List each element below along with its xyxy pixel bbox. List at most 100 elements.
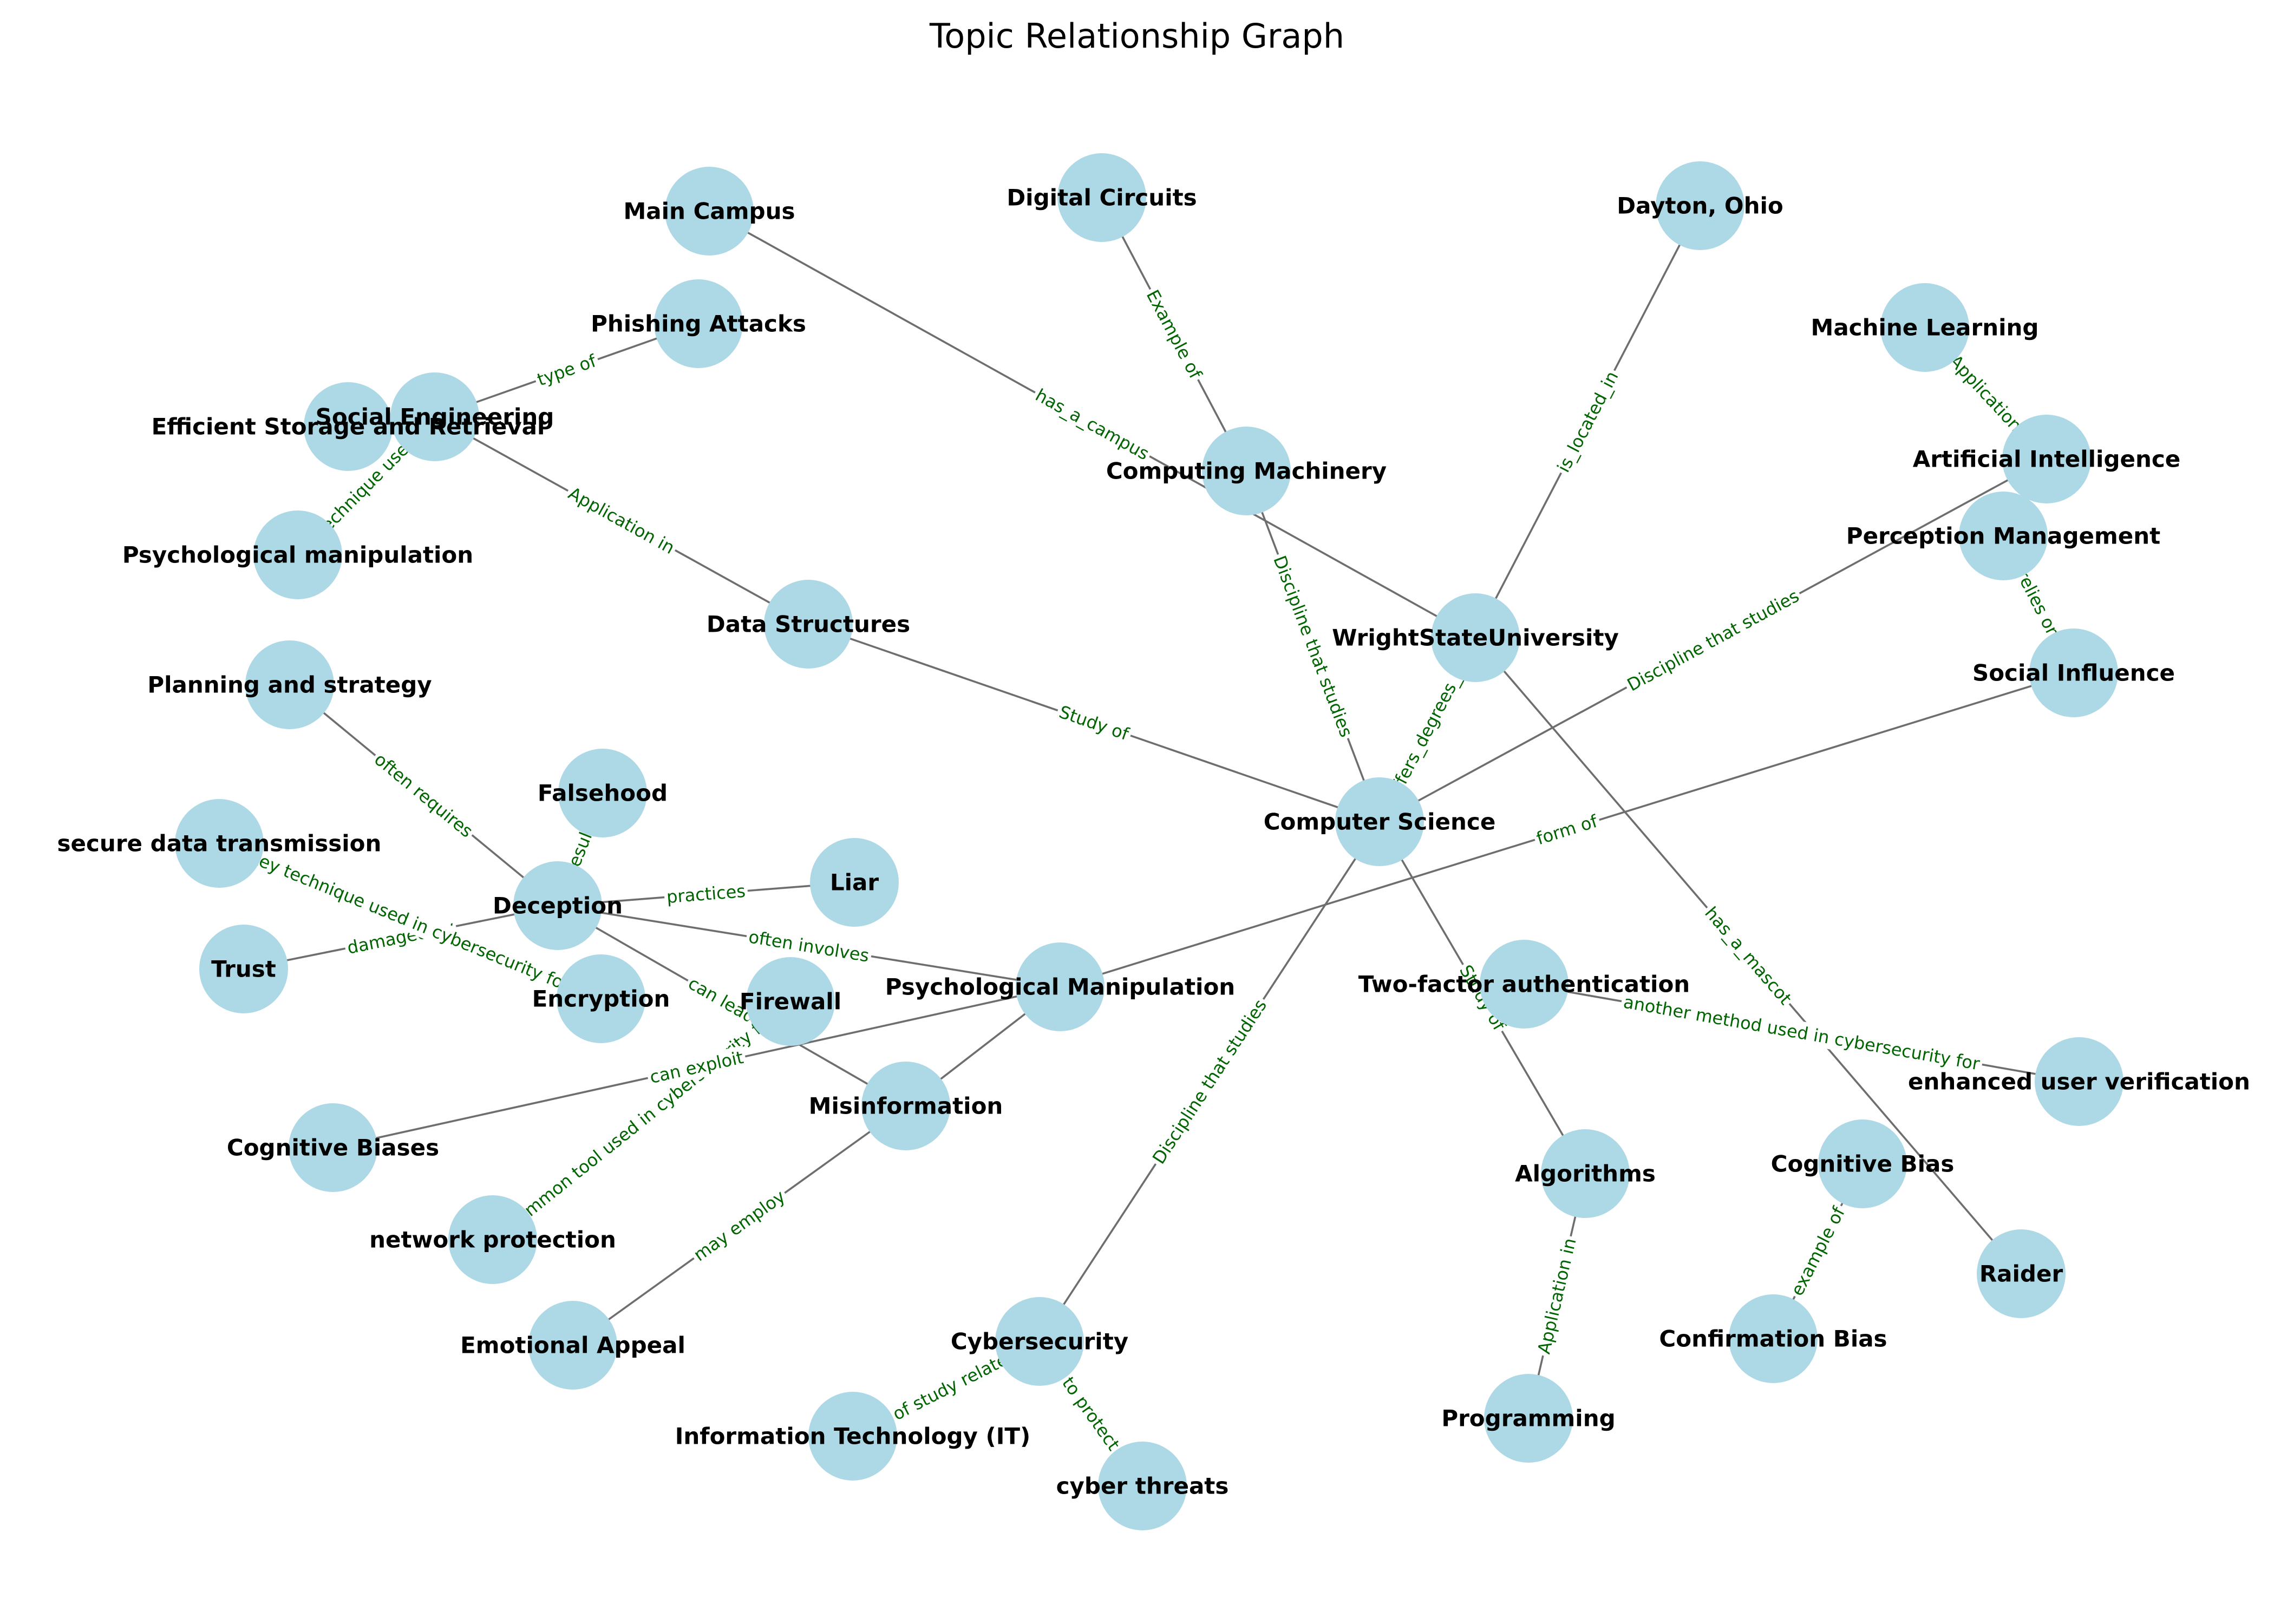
node-label-psych_manipulation: Psychological Manipulation <box>885 974 1235 1000</box>
edge-label: Application <box>1945 351 2026 436</box>
edge-label-background <box>1619 990 1984 1076</box>
edge-label-background <box>2010 564 2067 645</box>
edge-label: example of <box>1787 1203 1849 1299</box>
node-wright_state <box>1431 593 1520 682</box>
node-raider <box>1977 1229 2066 1318</box>
edge-label-background <box>1381 655 1474 804</box>
edge-label: common tool used in cybersecurity for <box>505 1007 779 1233</box>
edge-label-group: often requires <box>368 746 480 844</box>
edge-label-background <box>1785 1201 1852 1302</box>
node-label-enhanced_verification: enhanced user verification <box>1908 1069 2250 1095</box>
node-label-cybersecurity: Cybersecurity <box>951 1328 1128 1355</box>
node-label-misinformation: Misinformation <box>809 1093 1003 1119</box>
edge-label: Example of <box>1142 286 1206 382</box>
edge-label: type of <box>534 350 599 390</box>
node-firewall <box>746 957 835 1046</box>
node-label-dayton: Dayton, Ohio <box>1617 193 1783 219</box>
node-liar <box>810 838 899 927</box>
node-label-information_technology: Information Technology (IT) <box>675 1423 1030 1450</box>
node-artificial_intelligence <box>2002 415 2091 503</box>
node-secure_data <box>175 799 264 888</box>
edge-label-background <box>309 429 423 543</box>
edge-label-background <box>245 845 576 998</box>
node-label-wright_state: WrightStateUniversity <box>1332 625 1619 651</box>
edge-label-group: example of <box>1785 1201 1852 1302</box>
node-encryption <box>557 954 645 1043</box>
node-label-computing_machinery: Computing Machinery <box>1106 458 1387 484</box>
node-two_factor <box>1480 940 1569 1029</box>
edge-label: Application in <box>565 483 678 558</box>
node-deception <box>513 861 602 950</box>
edge-label-background <box>744 925 873 968</box>
node-label-two_factor: Two-factor authentication <box>1358 971 1690 998</box>
edge-label: has_a_campus <box>1032 385 1153 464</box>
node-planning_strategy <box>245 640 334 729</box>
edge-label-background <box>1140 284 1208 385</box>
node-label-cognitive_biases: Cognitive Biases <box>227 1135 439 1161</box>
edge-label-background <box>1943 348 2029 438</box>
edge-label: form of <box>1534 811 1600 849</box>
node-label-secure_data: secure data transmission <box>57 830 382 857</box>
node-label-encryption: Encryption <box>532 986 670 1012</box>
node-main_campus <box>665 167 754 256</box>
node-confirmation_bias <box>1729 1294 1818 1383</box>
node-trust <box>199 925 288 1013</box>
node-label-data_structures: Data Structures <box>707 611 910 638</box>
node-cyber_threats <box>1098 1442 1187 1530</box>
edge-label: has_a_mascot <box>1701 903 1796 1009</box>
edge-label-background <box>645 1045 748 1089</box>
node-algorithms <box>1541 1129 1630 1218</box>
edge-label-group: Application <box>1943 348 2029 438</box>
node-dayton <box>1656 161 1744 250</box>
edge-label-background <box>1056 1371 1126 1457</box>
edge-label-background <box>562 481 681 560</box>
edge-label-background <box>1531 809 1603 851</box>
edge-label-background <box>368 746 480 844</box>
edge-label-group: may employ <box>687 1183 792 1268</box>
node-label-emotional_appeal: Emotional Appeal <box>460 1332 685 1359</box>
edge-label-group: is_located_in <box>1551 365 1625 479</box>
node-label-firewall: Firewall <box>740 988 841 1015</box>
edge-label-group: Study of <box>1054 699 1134 746</box>
edge-label-background <box>1054 699 1134 746</box>
edge-label-group: Example of <box>1140 284 1208 385</box>
edge-label-background <box>663 879 749 909</box>
node-label-cyber_threats: cyber threats <box>1056 1473 1229 1499</box>
edge-label: to protect <box>1058 1373 1124 1455</box>
node-social_influence <box>2029 628 2118 717</box>
node-data_structures <box>764 580 853 669</box>
node-label-phishing: Phishing Attacks <box>591 311 806 337</box>
node-phishing <box>654 279 743 368</box>
edge-label-background <box>848 1332 1044 1446</box>
edge-label-group: to protect <box>1056 1371 1126 1457</box>
edge-label-group: common tool used in cybersecurity for <box>502 1005 782 1236</box>
edge-label-group: another method used in cybersecurity for <box>1619 990 1984 1076</box>
node-psych_manipulation_lower <box>253 510 342 599</box>
edge-label: offers_degrees_in <box>1383 658 1472 802</box>
edge-label-background <box>1532 1234 1582 1358</box>
node-label-deception: Deception <box>493 893 623 919</box>
node-social_engineering <box>390 372 479 461</box>
edge-label-background <box>687 1183 792 1268</box>
node-label-algorithms: Algorithms <box>1515 1161 1656 1187</box>
node-label-liar: Liar <box>830 869 879 896</box>
edge-label-group: has_a_mascot <box>1698 900 1798 1011</box>
node-information_technology <box>808 1392 897 1481</box>
edge-label-background <box>1698 900 1798 1011</box>
node-label-main_campus: Main Campus <box>624 198 795 225</box>
node-cybersecurity <box>995 1297 1084 1386</box>
edge-label: Study of <box>1056 702 1132 745</box>
node-label-psych_manipulation_lower: Psychological manipulation <box>122 542 473 568</box>
node-label-falsehood: Falsehood <box>538 780 668 807</box>
node-label-network_protection: network protection <box>369 1227 616 1253</box>
edge-label-background <box>1146 993 1273 1170</box>
node-label-cognitive_bias: Cognitive Bias <box>1771 1151 1955 1177</box>
node-emotional_appeal <box>528 1301 617 1390</box>
node-label-machine_learning: Machine Learning <box>1811 315 2039 341</box>
edge-label: is_located_in <box>1553 368 1622 475</box>
edge-label: often involves <box>747 926 871 966</box>
node-label-planning_strategy: Planning and strategy <box>147 672 432 698</box>
node-machine_learning <box>1880 283 1969 372</box>
edge-label: another method used in cybersecurity for <box>1622 992 1982 1075</box>
